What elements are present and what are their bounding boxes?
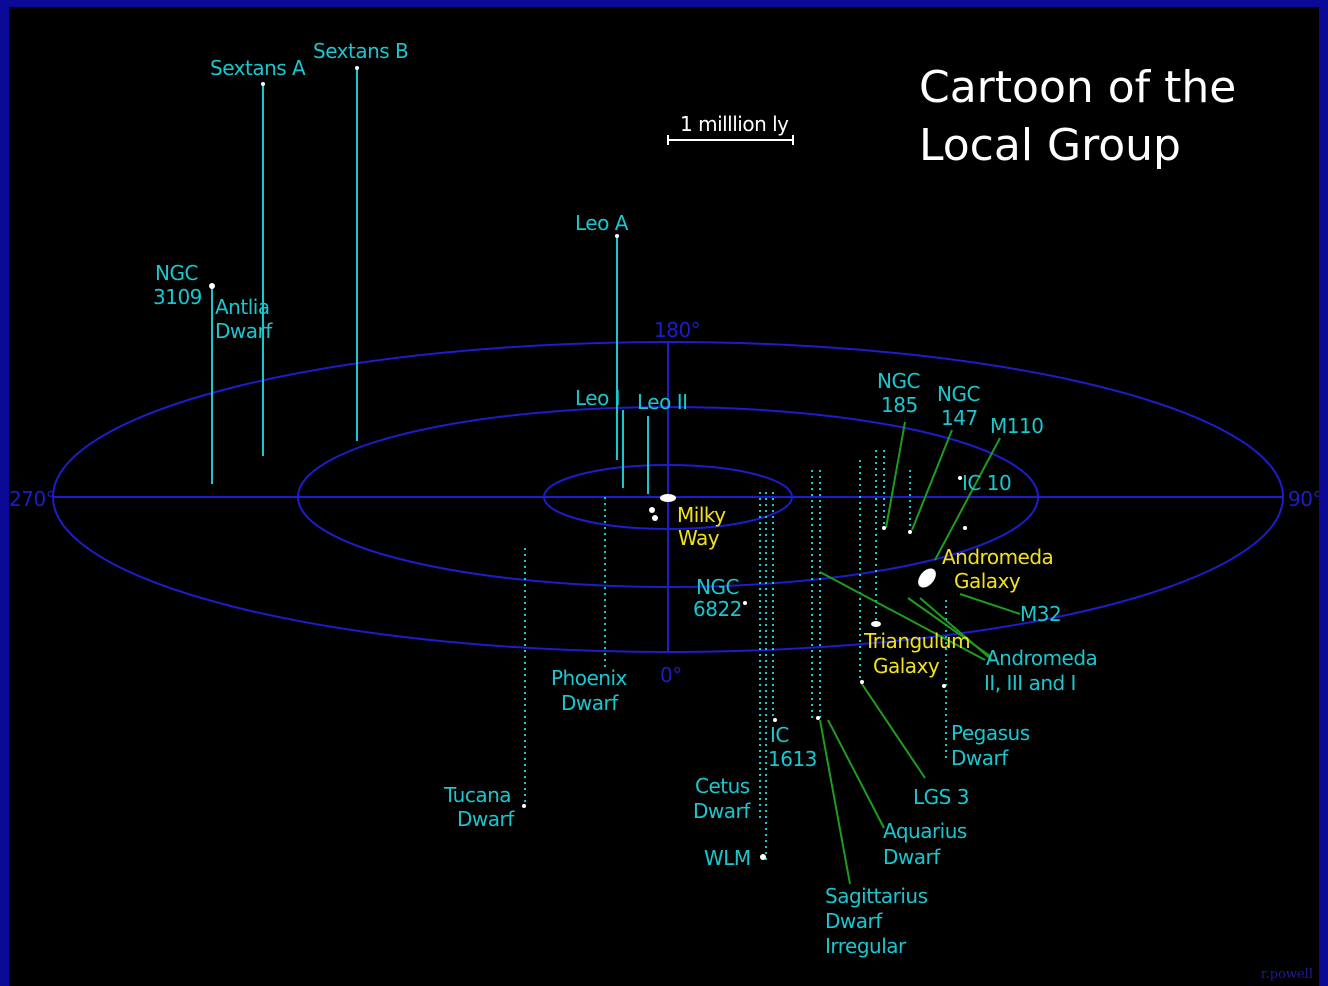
label-sagittarius-3: Irregular — [825, 934, 907, 958]
angle-0: 0° — [660, 663, 682, 687]
label-phoenix-1: Phoenix — [551, 666, 628, 690]
label-andromeda-satellites-2: II, III and I — [984, 671, 1076, 695]
label-tucana-1: Tucana — [443, 783, 511, 807]
label-andromeda-satellites-1: Andromeda — [986, 646, 1097, 670]
angle-90: 90° — [1288, 487, 1319, 511]
label-ngc185-1: NGC — [877, 369, 920, 393]
label-sextans-b: Sextans B — [313, 39, 408, 63]
label-ngc147-2: 147 — [941, 406, 978, 430]
credit-signature: r.powell — [1260, 967, 1313, 982]
label-leo-a: Leo A — [575, 211, 629, 235]
label-pegasus-1: Pegasus — [951, 721, 1030, 745]
label-pegasus-2: Dwarf — [951, 746, 1009, 770]
label-andromeda-2: Galaxy — [954, 569, 1021, 593]
label-ngc3109-1: NGC — [155, 261, 198, 285]
label-antlia-1: Antlia — [215, 295, 270, 319]
label-ic10: IC 10 — [962, 471, 1011, 495]
angle-180: 180° — [654, 318, 700, 342]
label-sagittarius-1: Sagittarius — [825, 884, 928, 908]
angle-270: 270° — [9, 487, 55, 511]
label-m32: M32 — [1020, 602, 1061, 626]
label-milky-way-1: Milky — [677, 503, 726, 527]
label-phoenix-2: Dwarf — [561, 691, 619, 715]
label-lgs3: LGS 3 — [913, 785, 969, 809]
local-group-map: 270° 90° 180° 0° 1 milllion ly — [9, 39, 1319, 958]
stems-dotted — [524, 450, 947, 860]
label-ngc6822-2: 6822 — [693, 597, 742, 621]
label-triangulum-2: Galaxy — [873, 654, 940, 678]
title-line-2: Local Group — [919, 120, 1181, 171]
label-ngc6822-1: NGC — [696, 575, 739, 599]
title-block: Cartoon of the Local Group — [919, 59, 1236, 175]
label-cetus-2: Dwarf — [693, 799, 751, 823]
label-tucana-2: Dwarf — [457, 807, 515, 831]
label-cetus-1: Cetus — [695, 774, 750, 798]
label-andromeda-1: Andromeda — [942, 545, 1053, 569]
label-milky-way-2: Way — [678, 526, 720, 550]
title-line-1: Cartoon of the — [919, 62, 1237, 113]
stems-solid — [211, 68, 649, 494]
label-triangulum-1: Triangulum — [863, 629, 970, 653]
label-leo-ii: Leo II — [637, 390, 688, 414]
label-ngc185-2: 185 — [881, 393, 918, 417]
label-antlia-2: Dwarf — [215, 319, 273, 343]
label-ic1613-2: 1613 — [768, 747, 817, 771]
label-aquarius-1: Aquarius — [883, 819, 967, 843]
label-m110: M110 — [990, 414, 1043, 438]
scale-label: 1 milllion ly — [680, 112, 789, 136]
label-sagittarius-2: Dwarf — [825, 909, 883, 933]
label-ngc3109-2: 3109 — [153, 285, 202, 309]
green-connectors — [819, 421, 1021, 885]
label-ngc147-1: NGC — [937, 382, 980, 406]
label-wlm: WLM — [704, 846, 751, 870]
label-ic1613-1: IC — [770, 723, 789, 747]
galaxy-markers — [209, 66, 967, 860]
label-leo-i: Leo I — [575, 386, 620, 410]
label-aquarius-2: Dwarf — [883, 845, 941, 869]
label-sextans-a: Sextans A — [210, 56, 306, 80]
